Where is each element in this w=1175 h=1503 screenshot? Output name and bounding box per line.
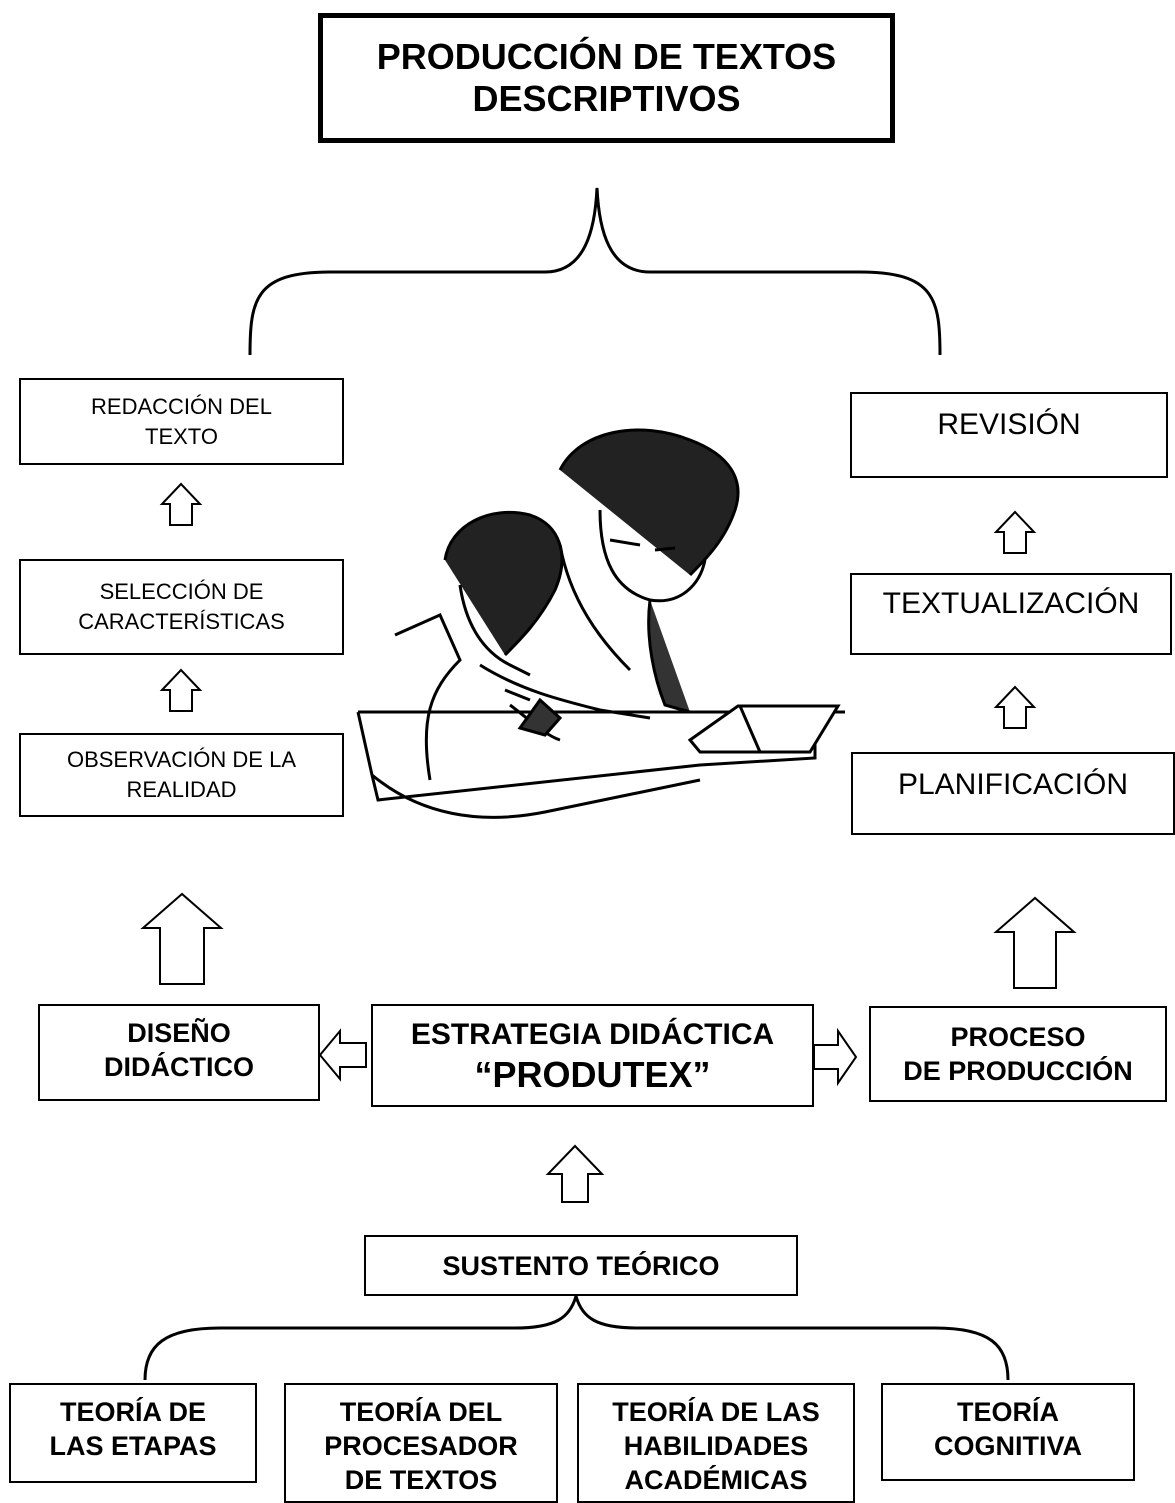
title-box: PRODUCCIÓN DE TEXTOS DESCRIPTIVOS: [318, 13, 895, 143]
top-brace: [248, 187, 942, 356]
node-label-line-1: TEORÍA: [956, 1397, 1059, 1427]
node-teoria-de-las-habilidades-academicas: TEORÍA DE LAS HABILIDADES ACADÉMICAS: [577, 1383, 855, 1503]
arrow-up-icon: [993, 510, 1037, 554]
node-label-line-2: LAS ETAPAS: [49, 1431, 217, 1461]
node-label: REVISIÓN: [937, 408, 1081, 441]
arrow-up-icon: [545, 1144, 605, 1203]
node-label-line-1: TEORÍA DEL: [339, 1397, 503, 1427]
arrow-right-icon: [813, 1027, 858, 1087]
node-label-line-1: TEORÍA DE: [59, 1397, 206, 1427]
node-revision: REVISIÓN: [850, 392, 1168, 478]
node-label-line-1: PROCESO: [950, 1022, 1086, 1052]
node-label: PLANIFICACIÓN: [897, 768, 1129, 801]
node-label-line-2: PROCESADOR: [324, 1431, 518, 1461]
node-label-line-2: COGNITIVA: [934, 1431, 1082, 1461]
node-label-line-1: ESTRATEGIA DIDÁCTICA: [410, 1017, 775, 1051]
node-label-line-2: DE PRODUCCIÓN: [903, 1056, 1133, 1086]
node-label: SUSTENTO TEÓRICO: [442, 1250, 720, 1281]
node-label-line-2: CARACTERÍSTICAS: [78, 609, 285, 634]
node-label-line-2: “PRODUTEX”: [474, 1053, 711, 1095]
node-label-line-1: DISEÑO: [127, 1018, 231, 1048]
node-teoria-de-las-etapas: TEORÍA DE LAS ETAPAS: [9, 1383, 257, 1483]
node-redaccion-del-texto: REDACCIÓN DEL TEXTO: [19, 378, 344, 465]
arrow-up-icon: [159, 482, 203, 526]
node-label-line-3: ACADÉMICAS: [624, 1465, 808, 1495]
title-line-1: PRODUCCIÓN DE TEXTOS: [376, 36, 837, 77]
node-label-line-1: TEORÍA DE LAS: [612, 1397, 820, 1427]
node-planificacion: PLANIFICACIÓN: [851, 752, 1175, 835]
title-line-2: DESCRIPTIVOS: [472, 78, 741, 119]
node-diseno-didactico: DISEÑO DIDÁCTICO: [38, 1004, 320, 1101]
node-proceso-de-produccion: PROCESO DE PRODUCCIÓN: [869, 1006, 1167, 1102]
node-sustento-teorico: SUSTENTO TEÓRICO: [364, 1235, 798, 1296]
arrow-left-icon: [318, 1028, 367, 1082]
bottom-brace: [143, 1290, 1010, 1381]
node-estrategia-didactica: ESTRATEGIA DIDÁCTICA “PRODUTEX”: [371, 1004, 814, 1107]
arrow-up-icon: [993, 685, 1037, 729]
node-seleccion-de-caracteristicas: SELECCIÓN DE CARACTERÍSTICAS: [19, 559, 344, 655]
node-label: TEXTUALIZACIÓN: [882, 587, 1140, 620]
node-label-line-2: TEXTO: [145, 423, 218, 449]
node-textualizacion: TEXTUALIZACIÓN: [850, 573, 1172, 655]
arrow-up-icon: [140, 892, 224, 985]
node-observacion-de-la-realidad: OBSERVACIÓN DE LA REALIDAD: [19, 733, 344, 817]
arrow-up-icon: [993, 896, 1077, 989]
node-label-line-1: OBSERVACIÓN DE LA: [66, 747, 297, 772]
node-label-line-2: DIDÁCTICO: [104, 1052, 254, 1082]
arrow-up-icon: [159, 668, 203, 712]
node-label-line-1: REDACCIÓN DEL: [91, 393, 272, 419]
node-label-line-3: DE TEXTOS: [344, 1465, 498, 1495]
student-and-teacher-writing-illustration: [356, 428, 845, 819]
node-teoria-cognitiva: TEORÍA COGNITIVA: [881, 1383, 1135, 1481]
node-teoria-del-procesador-de-textos: TEORÍA DEL PROCESADOR DE TEXTOS: [284, 1383, 558, 1503]
node-label-line-1: SELECCIÓN DE: [99, 579, 264, 604]
node-label-line-2: HABILIDADES: [623, 1431, 809, 1461]
node-label-line-2: REALIDAD: [126, 777, 237, 802]
